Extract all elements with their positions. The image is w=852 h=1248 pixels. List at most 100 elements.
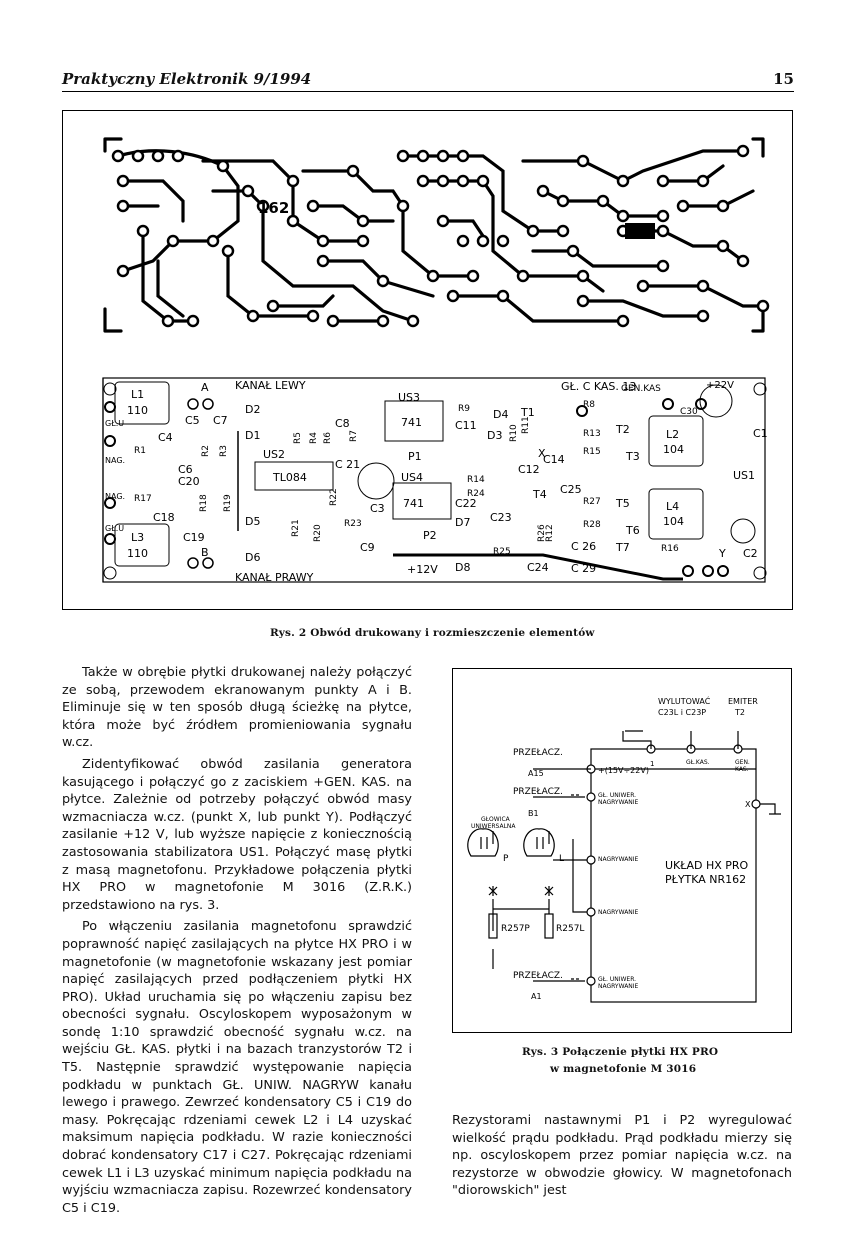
label-gen: GEN. [735, 759, 750, 766]
label-t3: T3 [625, 450, 640, 463]
label-uklad-hx-pro: UKŁAD HX PRO [665, 859, 749, 872]
label-emiter: EMITER [728, 697, 758, 706]
label-tl084: TL084 [272, 471, 307, 484]
label-r15: R15 [583, 447, 601, 457]
label-741-a: 741 [401, 416, 422, 429]
label-c29: C 29 [571, 562, 596, 575]
label-c25: C25 [560, 483, 582, 496]
label-gl-u-2: GŁ.U [105, 524, 124, 533]
figure-2-pcb-diagram: 162 [102, 137, 770, 584]
label-l1: L1 [131, 388, 144, 401]
label-l2-value: 104 [663, 443, 684, 456]
label-r1: R1 [134, 446, 146, 456]
label-d6: D6 [245, 551, 260, 564]
label-c14: C14 [543, 453, 565, 466]
label-d7: D7 [455, 516, 470, 529]
label-741-b: 741 [403, 497, 424, 510]
label-point-a: A [201, 381, 209, 394]
label-c23: C23 [490, 511, 512, 524]
label-gen-kas: GEN.KAS [621, 384, 661, 394]
label-d8: D8 [455, 561, 470, 574]
label-r6: R6 [323, 432, 333, 444]
label-c3: C3 [370, 502, 385, 515]
label-point-y: Y [718, 547, 726, 560]
label-r25: R25 [493, 547, 511, 557]
label-t5: T5 [615, 497, 630, 510]
label-a15: A15 [528, 769, 544, 778]
label-b1: B1 [528, 809, 539, 818]
label-r13: R13 [583, 429, 601, 439]
paragraph: Po włączeniu zasilania magnetofonu spraw… [62, 919, 412, 1216]
figure-2-caption: Rys. 2 Obwód drukowany i rozmieszczenie … [270, 627, 595, 639]
label-r8: R8 [583, 400, 595, 410]
component-layout: KANAŁ LEWY KANAŁ PRAWY L1 110 L3 110 L2 … [102, 377, 768, 584]
pcb-board-number: 162 [258, 199, 289, 217]
label-p1: P1 [408, 450, 422, 463]
label-c12: C12 [518, 463, 540, 476]
label-p: P [503, 854, 509, 864]
figure-3-caption-line-1: Rys. 3 Połączenie płytki HX PRO [522, 1046, 719, 1058]
label-nagrywanie-4: NAGRYWANIE [598, 983, 639, 990]
label-a1: A1 [531, 992, 542, 1001]
label-r21: R21 [291, 519, 301, 537]
label-c1: C1 [753, 427, 768, 440]
label-r3: R3 [219, 445, 229, 457]
label-d1: D1 [245, 429, 260, 442]
label-l: L [559, 854, 564, 864]
label-c11: C11 [455, 419, 477, 432]
label-c4: C4 [158, 431, 173, 444]
label-d5: D5 [245, 515, 260, 528]
label-r20: R20 [313, 524, 323, 542]
label-r10: R10 [509, 424, 519, 442]
label-r19: R19 [223, 494, 233, 512]
label-point-b: B [201, 546, 209, 559]
figure-3-frame: WYLUTOWAĆ C23L i C23P EMITER T2 PRZEŁACZ… [452, 668, 792, 1033]
label-c23l-c23p: C23L i C23P [658, 708, 706, 717]
left-column-text: Także w obrębie płytki drukowanej należy… [62, 664, 412, 1221]
label-x: X [745, 800, 751, 809]
label-c22: C22 [455, 497, 477, 510]
label-r22: R22 [329, 488, 339, 506]
label-t4: T4 [532, 488, 547, 501]
paragraph: Także w obrębie płytki drukowanej należy… [62, 665, 412, 751]
label-l4-value: 104 [663, 515, 684, 528]
label-r4: R4 [309, 432, 319, 444]
label-c5: C5 [185, 414, 200, 427]
label-r16: R16 [661, 544, 679, 554]
label-r11: R11 [521, 416, 531, 434]
label-us1: US1 [733, 469, 755, 482]
right-column-text: Rezystorami nastawnymi P1 i P2 wyregulow… [452, 1112, 792, 1200]
label-r23: R23 [344, 519, 362, 529]
label-r28: R28 [583, 520, 601, 530]
label-t1: T1 [520, 406, 535, 419]
label-t6: T6 [625, 524, 640, 537]
label-d4: D4 [493, 408, 508, 421]
label-l2: L2 [666, 428, 679, 441]
label-r257l: R257L [556, 924, 584, 934]
label-c19: C19 [183, 531, 205, 544]
label-kas: KAS. [735, 766, 749, 773]
label-kanal-lewy: KANAŁ LEWY [235, 379, 306, 392]
label-r12: R12 [545, 524, 555, 542]
label-glowica: GŁOWICA [481, 816, 511, 823]
label-r5: R5 [293, 432, 303, 444]
label-r26: R26 [537, 524, 547, 542]
label-c9: C9 [360, 541, 375, 554]
label-point-x: X [538, 447, 546, 460]
label-l4: L4 [666, 500, 679, 513]
label-t2: T2 [615, 423, 630, 436]
label-r27: R27 [583, 497, 601, 507]
label-c7: C7 [213, 414, 228, 427]
label-us2: US2 [263, 448, 285, 461]
label-przel-a1: PRZEŁACZ. [513, 971, 563, 981]
label-d2: D2 [245, 403, 260, 416]
page-number: 15 [773, 70, 794, 88]
journal-title: Praktyczny Elektronik 9/1994 [62, 70, 312, 88]
label-l1-value: 110 [127, 404, 148, 417]
label-one: 1 [650, 760, 654, 768]
header-rule [62, 91, 794, 92]
label-l3-value: 110 [127, 547, 148, 560]
label-c8: C8 [335, 417, 350, 430]
label-r14: R14 [467, 475, 485, 485]
label-c21: C 21 [335, 458, 360, 471]
